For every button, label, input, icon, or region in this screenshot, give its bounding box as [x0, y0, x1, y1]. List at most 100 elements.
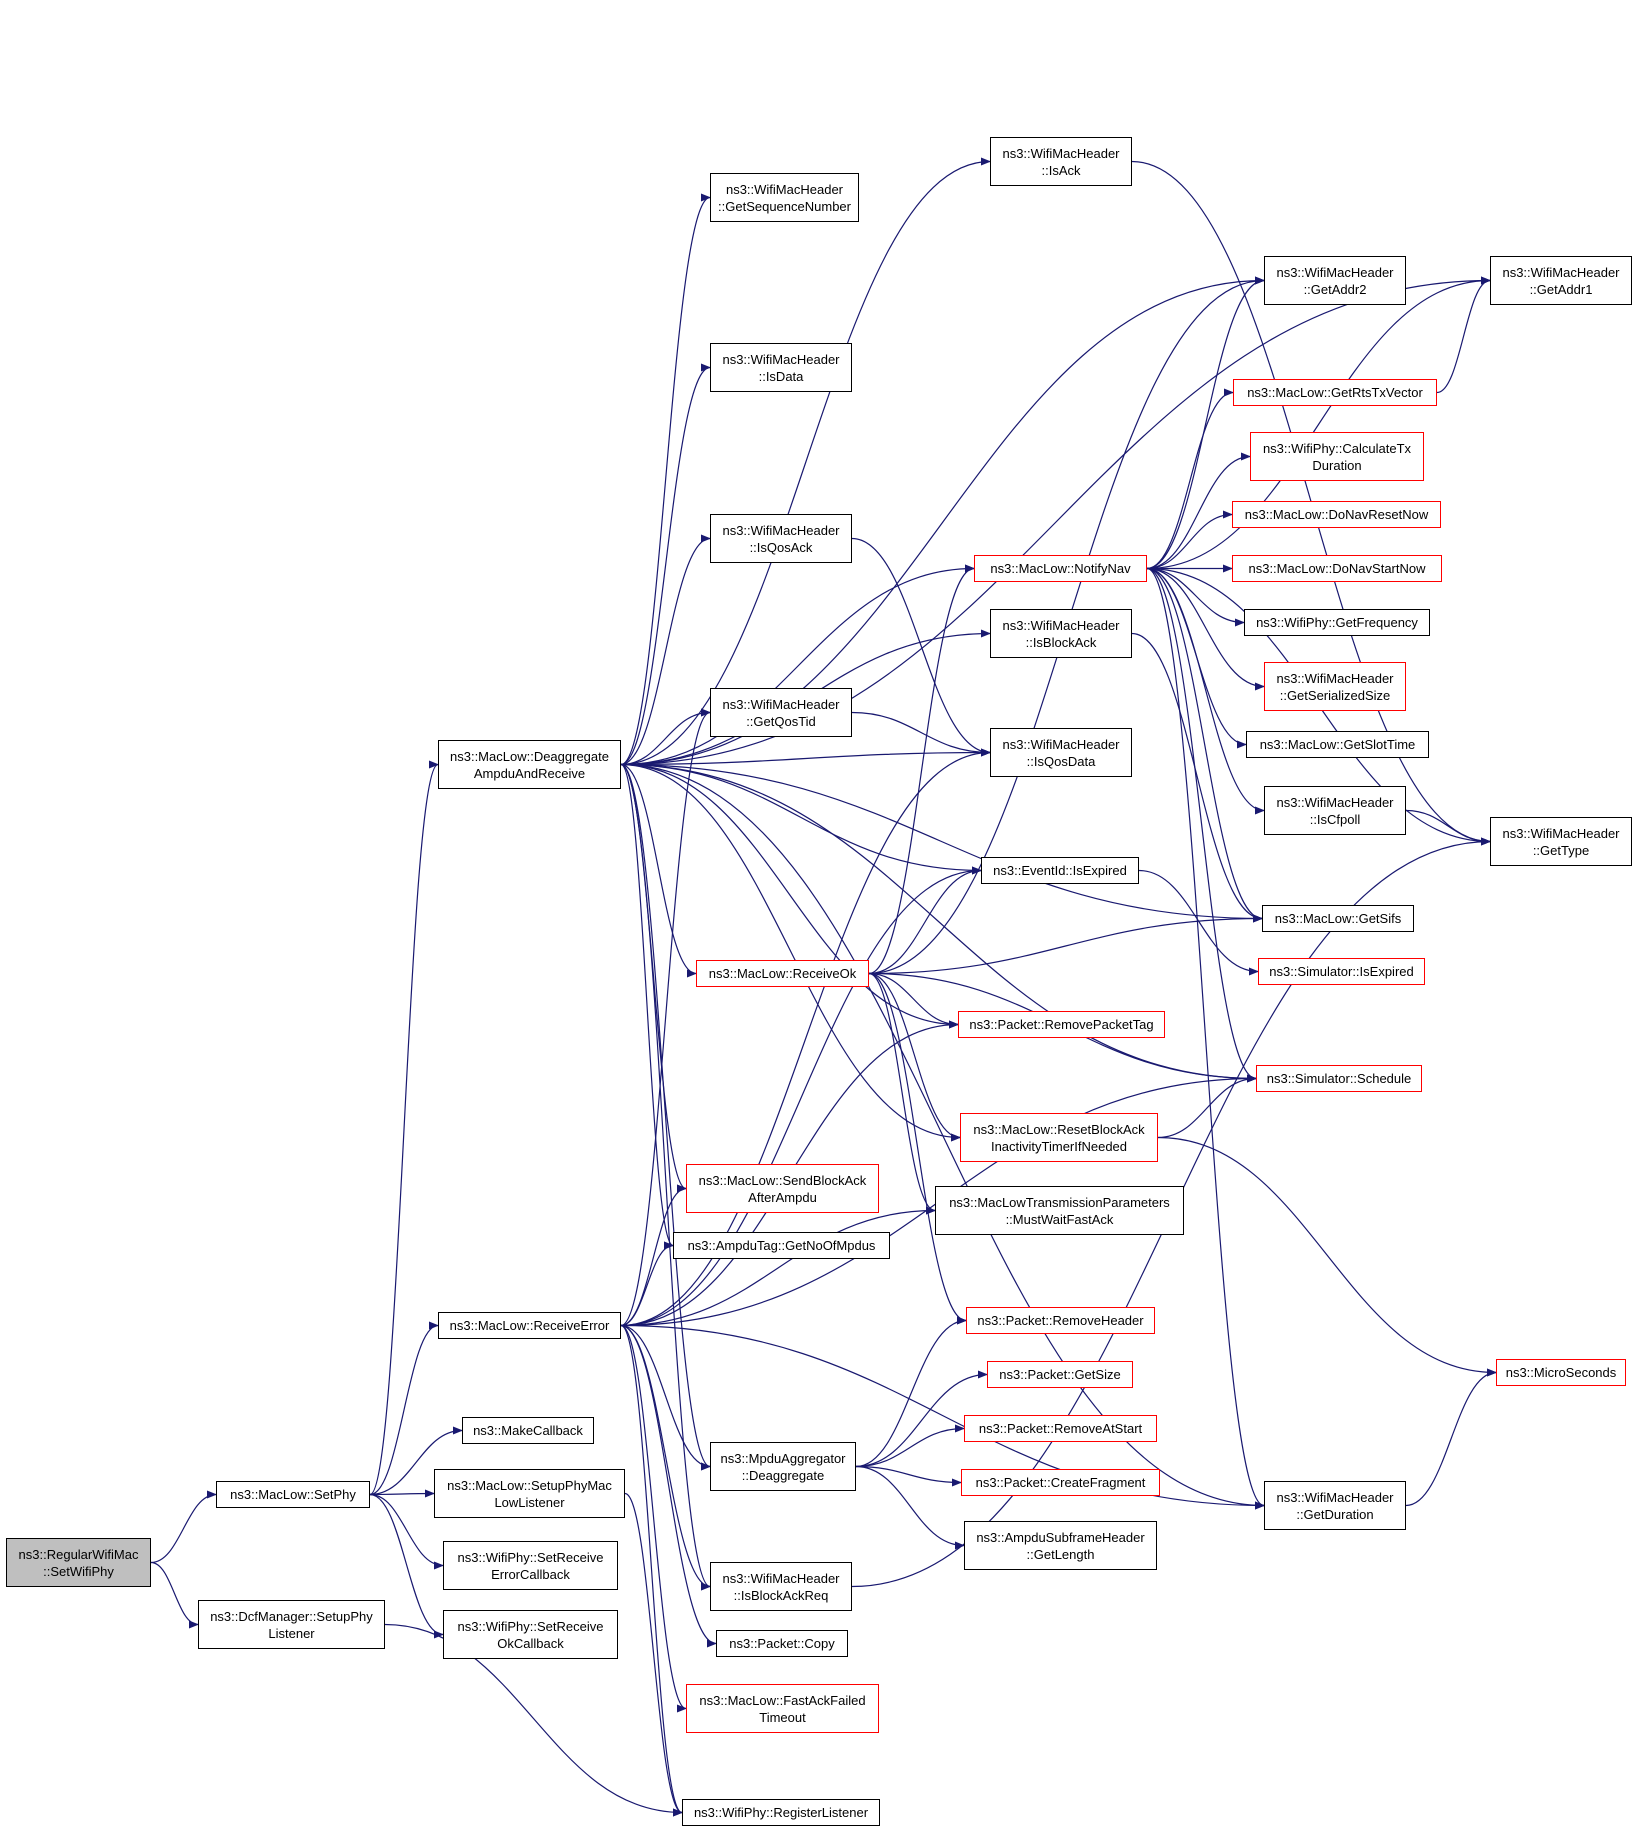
- node-label-line: ns3::WifiPhy::SetReceive: [457, 1618, 604, 1634]
- call-edge-mpdudeagg-to-removeatstart: [855, 1424, 965, 1468]
- node-donavstart[interactable]: ns3::MacLow::DoNavStartNow: [1232, 555, 1442, 582]
- node-getfrequency[interactable]: ns3::WifiPhy::GetFrequency: [1244, 609, 1430, 636]
- call-edge-notifynav-to-getduration: [1146, 567, 1265, 1510]
- node-label-line: ns3::Packet::CreateFragment: [975, 1475, 1146, 1490]
- node-label-line: ns3::WifiPhy::RegisterListener: [693, 1805, 869, 1820]
- call-edge-isqosack-to-isqosdata: [851, 537, 991, 757]
- call-edge-notifynav-to-iscfpoll: [1146, 567, 1265, 815]
- node-isdata[interactable]: ns3::WifiMacHeader::IsData: [710, 343, 852, 392]
- node-recverror[interactable]: ns3::MacLow::ReceiveError: [438, 1312, 621, 1339]
- call-edge-notifynav-to-getserialsize: [1146, 567, 1265, 691]
- node-getserialsize[interactable]: ns3::WifiMacHeader::GetSerializedSize: [1264, 662, 1406, 711]
- node-removeatstart[interactable]: ns3::Packet::RemoveAtStart: [964, 1415, 1157, 1442]
- node-label-line: ::GetSerializedSize: [1279, 687, 1391, 703]
- node-isqosack[interactable]: ns3::WifiMacHeader::IsQosAck: [710, 514, 852, 563]
- node-label-line: ns3::WifiMacHeader: [722, 696, 840, 712]
- node-label-line: ::GetAddr1: [1529, 281, 1593, 297]
- node-label-line: Timeout: [759, 1709, 806, 1725]
- call-edge-deagg_recv-to-resetblockack: [620, 763, 961, 1142]
- call-edge-recverror-to-getqostid: [620, 708, 711, 1327]
- node-notifynav[interactable]: ns3::MacLow::NotifyNav: [974, 555, 1147, 582]
- node-getnompdus[interactable]: ns3::AmpduTag::GetNoOfMpdus: [673, 1232, 890, 1259]
- node-isqosdata[interactable]: ns3::WifiMacHeader::IsQosData: [990, 728, 1132, 777]
- node-label-line: ns3::WifiPhy::SetReceive: [457, 1549, 604, 1565]
- call-edge-notifynav-to-donavreset: [1146, 510, 1233, 570]
- node-getseq[interactable]: ns3::WifiMacHeader::GetSequenceNumber: [710, 173, 859, 222]
- node-gettype[interactable]: ns3::WifiMacHeader::GetType: [1490, 817, 1632, 866]
- node-getsize[interactable]: ns3::Packet::GetSize: [987, 1361, 1133, 1388]
- node-label-line: ns3::WifiMacHeader: [1276, 670, 1394, 686]
- node-receiveok[interactable]: ns3::MacLow::ReceiveOk: [696, 960, 869, 987]
- call-edge-setphy-to-setupphymac: [369, 1489, 435, 1498]
- node-label-line: ns3::MacLow::ResetBlockAck: [973, 1121, 1145, 1137]
- node-subframelen[interactable]: ns3::AmpduSubframeHeader::GetLength: [964, 1521, 1157, 1570]
- node-getslottime[interactable]: ns3::MacLow::GetSlotTime: [1246, 731, 1429, 758]
- node-removepackettag[interactable]: ns3::Packet::RemovePacketTag: [958, 1011, 1165, 1038]
- node-getrtstxvector[interactable]: ns3::MacLow::GetRtsTxVector: [1233, 379, 1437, 406]
- node-label-line: ns3::Packet::Copy: [729, 1636, 835, 1651]
- node-isexpired[interactable]: ns3::EventId::IsExpired: [981, 857, 1139, 884]
- call-edge-deagg_recv-to-notifynav: [620, 564, 975, 766]
- call-edge-isblockack-to-getsifs: [1131, 632, 1263, 923]
- node-label-line: ::GetType: [1532, 842, 1590, 858]
- node-createfragment[interactable]: ns3::Packet::CreateFragment: [961, 1469, 1160, 1496]
- node-isblockackreq[interactable]: ns3::WifiMacHeader::IsBlockAckReq: [710, 1562, 852, 1611]
- node-label-line: ::IsBlockAckReq: [733, 1587, 829, 1603]
- node-label-line: ns3::Packet::RemovePacketTag: [969, 1017, 1154, 1032]
- node-simisexpired[interactable]: ns3::Simulator::IsExpired: [1258, 958, 1425, 985]
- node-isblockack[interactable]: ns3::WifiMacHeader::IsBlockAck: [990, 609, 1132, 658]
- call-edge-notifynav-to-getaddr2: [1146, 276, 1265, 570]
- node-getqostid[interactable]: ns3::WifiMacHeader::GetQosTid: [710, 688, 852, 737]
- node-setphy[interactable]: ns3::MacLow::SetPhy: [216, 1481, 370, 1508]
- call-edge-setphy-to-recverror: [369, 1321, 439, 1496]
- node-pktcopy[interactable]: ns3::Packet::Copy: [716, 1630, 848, 1657]
- node-label-line: AmpduAndReceive: [473, 765, 586, 781]
- node-getduration[interactable]: ns3::WifiMacHeader::GetDuration: [1264, 1481, 1406, 1530]
- node-label-line: ::IsAck: [1041, 162, 1081, 178]
- call-edge-notifynav-to-getrtstxvector: [1146, 388, 1234, 570]
- node-label-line: ::IsData: [758, 368, 804, 384]
- node-getaddr2[interactable]: ns3::WifiMacHeader::GetAddr2: [1264, 256, 1406, 305]
- node-mustwait[interactable]: ns3::MacLowTransmissionParameters::MustW…: [935, 1186, 1184, 1235]
- node-label-line: ns3::AmpduTag::GetNoOfMpdus: [687, 1238, 876, 1253]
- node-label-line: ns3::MacLow::GetSifs: [1274, 911, 1402, 926]
- node-label-line: ns3::MacLow::GetRtsTxVector: [1247, 385, 1423, 400]
- call-edge-iscfpoll-to-gettype: [1405, 809, 1491, 846]
- node-donavreset[interactable]: ns3::MacLow::DoNavResetNow: [1232, 501, 1441, 528]
- node-getaddr1[interactable]: ns3::WifiMacHeader::GetAddr1: [1490, 256, 1632, 305]
- node-label-line: OkCallback: [497, 1635, 564, 1651]
- call-edge-setphy-to-deagg_recv: [369, 760, 439, 1496]
- node-iscfpoll[interactable]: ns3::WifiMacHeader::IsCfpoll: [1264, 786, 1406, 835]
- node-label-line: ns3::MacLow::FastAckFailed: [699, 1692, 866, 1708]
- call-edge-mpdudeagg-to-getsize: [855, 1370, 988, 1468]
- node-getsifs[interactable]: ns3::MacLow::GetSifs: [1262, 905, 1414, 932]
- node-mpdudeagg[interactable]: ns3::MpduAggregator::Deaggregate: [710, 1442, 856, 1491]
- node-label-line: ns3::MacLow::SetPhy: [230, 1487, 356, 1502]
- node-reglistener[interactable]: ns3::WifiPhy::RegisterListener: [682, 1799, 880, 1826]
- node-label-line: ns3::MacLow::DoNavStartNow: [1248, 561, 1426, 576]
- node-label-line: ::IsBlockAck: [1025, 634, 1097, 650]
- node-schedule[interactable]: ns3::Simulator::Schedule: [1256, 1065, 1422, 1092]
- node-isack[interactable]: ns3::WifiMacHeader::IsAck: [990, 137, 1132, 186]
- node-label-line: ns3::Simulator::IsExpired: [1269, 964, 1414, 979]
- call-edge-getduration-to-microseconds: [1405, 1368, 1497, 1507]
- call-edge-deagg_recv-to-isblockackreq: [620, 763, 711, 1591]
- call-edge-recverror-to-mustwait: [620, 1206, 936, 1327]
- node-label-line: Duration: [1312, 457, 1362, 473]
- node-removeheader[interactable]: ns3::Packet::RemoveHeader: [966, 1307, 1155, 1334]
- node-label-line: ns3::MicroSeconds: [1505, 1365, 1617, 1380]
- node-microseconds[interactable]: ns3::MicroSeconds: [1496, 1359, 1626, 1386]
- node-makecallback[interactable]: ns3::MakeCallback: [462, 1417, 594, 1444]
- node-label-line: ns3::WifiMacHeader: [1276, 794, 1394, 810]
- node-label-line: ::GetQosTid: [746, 713, 816, 729]
- call-edge-deagg_recv-to-removepackettag: [620, 763, 959, 1029]
